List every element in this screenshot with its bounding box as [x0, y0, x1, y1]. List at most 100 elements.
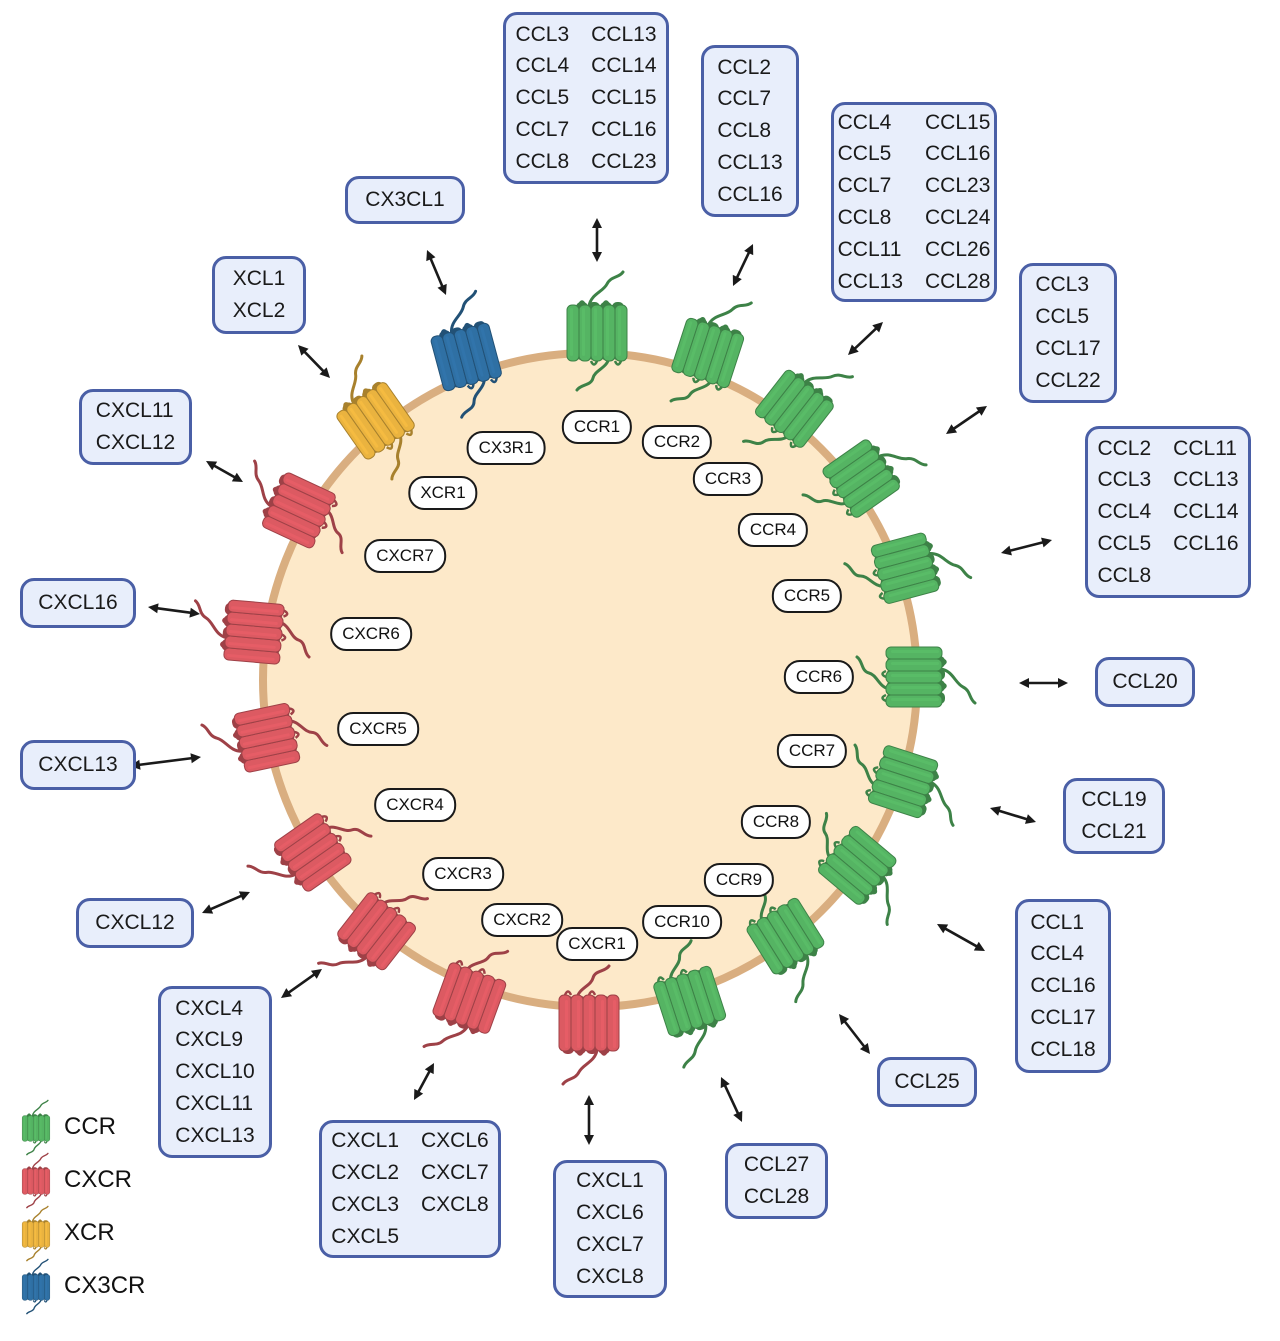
ligand-ccl16: CCL16: [717, 182, 783, 206]
receptor-cxcr1-icon: [558, 964, 620, 1086]
ligand-cxcl6: CXCL6: [421, 1129, 489, 1153]
receptor-ccr6-ligand-box: CCL20: [1095, 657, 1195, 707]
receptor-xcr1-arrow: [298, 345, 330, 378]
ligand-cxcl11: CXCL11: [95, 399, 174, 423]
receptor-ccr8-label: CCR8: [740, 805, 812, 839]
ligand-cxcl13: CXCL13: [175, 1123, 255, 1147]
ligand-ccl18: CCL18: [1030, 1037, 1096, 1061]
ligand-ccl20: CCL20: [1112, 670, 1178, 694]
receptor-ccr2-icon: [669, 301, 753, 403]
ligand-ccl16: CCL16: [591, 117, 657, 141]
receptor-ccr10-arrow: [720, 1077, 743, 1122]
ligand-ccl4: CCL4: [837, 110, 892, 134]
ligand-ccl14: CCL14: [1173, 500, 1239, 524]
ligand-ccl11: CCL11: [1173, 436, 1237, 460]
receptor-cx3r1-ligand-box: CX3CL1: [345, 176, 465, 224]
receptor-cxcr7-arrow: [206, 461, 243, 482]
ligand-cxcl5: CXCL5: [331, 1224, 399, 1248]
receptor-cxcr3-label: CXCR3: [422, 857, 504, 891]
legend-cx3cr-label: CX3CR: [64, 1272, 146, 1299]
ligand-ccl17: CCL17: [1030, 1005, 1096, 1029]
ligand-ccl22: CCL22: [1035, 368, 1101, 392]
receptor-cxcr4-ligand-box: CXCL12: [76, 898, 194, 948]
ligand-ccl7: CCL7: [717, 87, 772, 111]
receptor-cxcr3-arrow: [281, 969, 322, 998]
ligand-cxcl11: CXCL11: [175, 1091, 254, 1115]
receptor-cxcr1-arrow: [584, 1095, 594, 1145]
receptor-cxcr4-icon: [246, 813, 373, 892]
ligand-ccl23: CCL23: [591, 149, 657, 173]
legend-cxcr-icon: [21, 1152, 51, 1209]
receptor-ccr8-icon: [818, 811, 897, 926]
receptor-cxcr5-arrow: [130, 753, 201, 770]
receptor-cxcr6-arrow: [148, 603, 200, 618]
ligand-ccl8: CCL8: [837, 206, 892, 229]
receptor-ccr3-label: CCR3: [692, 462, 764, 496]
receptor-cx3r1-arrow: [426, 250, 447, 295]
ligand-ccl25: CCL25: [894, 1070, 960, 1094]
ligand-cxcl9: CXCL9: [175, 1028, 243, 1052]
ligand-ccl2: CCL2: [717, 55, 772, 79]
ligand-cxcl8: CXCL8: [421, 1193, 489, 1216]
ligand-cxcl6: CXCL6: [576, 1201, 644, 1225]
ligand-ccl26: CCL26: [925, 237, 991, 261]
legend-xcr-icon: [21, 1205, 51, 1262]
receptor-cxcr6-icon: [193, 599, 311, 665]
ligand-cx3cl1: CX3CL1: [365, 188, 445, 212]
receptor-ccr2-arrow: [732, 244, 754, 286]
receptor-ccr3-arrow: [848, 322, 883, 355]
ligand-ccl13: CCL13: [717, 150, 783, 174]
ligand-ccl28: CCL28: [743, 1185, 810, 1208]
ligand-ccl24: CCL24: [925, 206, 991, 229]
receptor-ccr7-arrow: [990, 806, 1036, 824]
ligand-cxcl10: CXCL10: [175, 1060, 255, 1084]
receptor-cxcr2-icon: [422, 949, 510, 1048]
receptor-ccr1-arrow: [592, 218, 602, 262]
receptor-cx3r1-icon: [430, 289, 502, 419]
receptor-cxcr5-label: CXCR5: [337, 712, 419, 746]
receptor-ccr8-arrow: [937, 924, 985, 951]
receptor-ccr6-icon: [855, 646, 977, 708]
ligand-ccl2: CCL2: [1097, 436, 1152, 460]
receptor-cxcr2-arrow: [414, 1063, 434, 1100]
legend-xcr-label: XCR: [64, 1219, 115, 1246]
receptor-ccr3-icon: [742, 369, 854, 449]
ligand-ccl28: CCL28: [925, 269, 991, 293]
receptor-ccr4-icon: [801, 439, 928, 518]
ligand-ccl3: CCL3: [515, 22, 570, 46]
ligand-ccl15: CCL15: [925, 110, 991, 134]
receptor-cxcr7-icon: [253, 459, 344, 555]
ligand-cxcl2: CXCL2: [331, 1161, 399, 1185]
ligand-ccl8: CCL8: [1097, 563, 1152, 587]
ligand-cxcl12: CXCL12: [95, 431, 176, 454]
legend-cxcr-label: CXCR: [64, 1166, 133, 1193]
receptor-cxcr4-arrow: [202, 891, 250, 914]
receptor-cxcr6-label: CXCR6: [330, 617, 412, 651]
receptor-cxcr2-label: CXCR2: [481, 903, 563, 937]
ligand-ccl5: CCL5: [837, 142, 892, 166]
ligand-ccl27: CCL27: [743, 1153, 810, 1177]
ligand-ccl4: CCL4: [1030, 942, 1085, 966]
ligand-ccl11: CCL11: [837, 237, 902, 261]
receptor-ccr6-arrow: [1019, 678, 1068, 688]
legend-ccr-label: CCR: [64, 1113, 116, 1140]
receptor-ccr5-arrow: [1001, 537, 1052, 556]
receptor-ccr7-label: CCR7: [776, 734, 848, 768]
ligand-cxcl1: CXCL1: [331, 1129, 399, 1153]
receptor-ccr4-label: CCR4: [737, 513, 809, 547]
ligand-ccl16: CCL16: [1173, 531, 1239, 555]
receptor-ccr6-label: CCR6: [783, 660, 855, 694]
arrows-layer: [130, 218, 1068, 1145]
legend-ccr-icon: [21, 1099, 51, 1156]
ligand-cxcl7: CXCL7: [421, 1161, 489, 1185]
ligand-ccl13: CCL13: [1173, 468, 1239, 492]
receptor-ccr7-icon: [853, 743, 955, 827]
receptor-ccr5-icon: [843, 532, 973, 604]
